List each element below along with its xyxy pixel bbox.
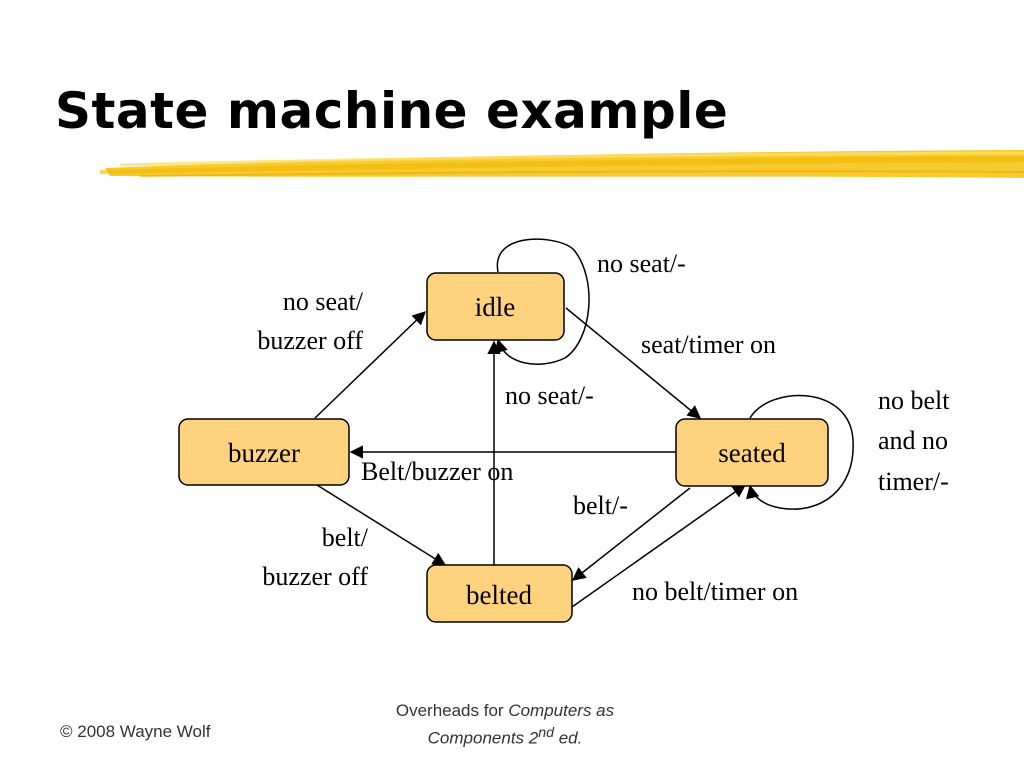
state-idle-label: idle: [475, 292, 516, 322]
footer-overheads-prefix: Overheads for: [395, 701, 509, 720]
edge-buzzer-to-idle: [314, 311, 426, 419]
label-buzzer-to-idle-2: buzzer off: [257, 326, 363, 355]
edge-idle-to-seated: [565, 307, 702, 419]
label-idle-self: no seat/-: [597, 249, 686, 278]
state-buzzer: buzzer: [178, 418, 350, 486]
edge-idle-self: [494, 238, 590, 365]
edge-belted-to-seated: [571, 484, 747, 608]
edge-buzzer-to-belted: [316, 484, 447, 566]
state-idle: idle: [426, 272, 565, 341]
slide-title: State machine example: [55, 82, 729, 140]
label-buzzer-to-belted-2: buzzer off: [262, 562, 368, 591]
footer-book-title-1: Computers as: [508, 701, 615, 720]
state-buzzer-label: buzzer: [228, 438, 300, 468]
label-seated-to-belted: belt/-: [573, 491, 628, 520]
transition-edges: [314, 238, 854, 608]
footer-copyright: © 2008 Wayne Wolf: [60, 722, 211, 741]
footer-overheads: Overheads for Computers as Components 2n…: [340, 699, 670, 750]
footer-edition-sup: nd: [538, 725, 554, 741]
label-seated-to-buzzer: Belt/buzzer on: [361, 457, 513, 486]
state-seated: seated: [675, 418, 829, 487]
label-buzzer-to-idle-1: no seat/: [283, 287, 364, 316]
title-underline: [100, 150, 1024, 178]
state-belted: belted: [426, 564, 573, 623]
footer-book-title-2: Components 2: [427, 728, 539, 748]
label-buzzer-to-belted-1: belt/: [322, 523, 369, 552]
state-seated-label: seated: [718, 438, 786, 468]
transition-labels: no seat/- seat/timer on no seat/ buzzer …: [257, 249, 950, 606]
edge-seated-self: [746, 394, 854, 510]
label-seated-self-2: and no: [878, 426, 948, 455]
label-belted-to-idle: no seat/-: [505, 381, 594, 410]
label-idle-to-seated: seat/timer on: [641, 330, 776, 359]
label-seated-self-1: no belt: [878, 386, 950, 415]
state-belted-label: belted: [466, 580, 532, 610]
footer-edition-suffix: ed.: [553, 728, 583, 748]
label-belted-to-seated: no belt/timer on: [632, 577, 798, 606]
edge-seated-to-belted: [571, 487, 691, 581]
label-seated-self-3: timer/-: [878, 467, 949, 496]
